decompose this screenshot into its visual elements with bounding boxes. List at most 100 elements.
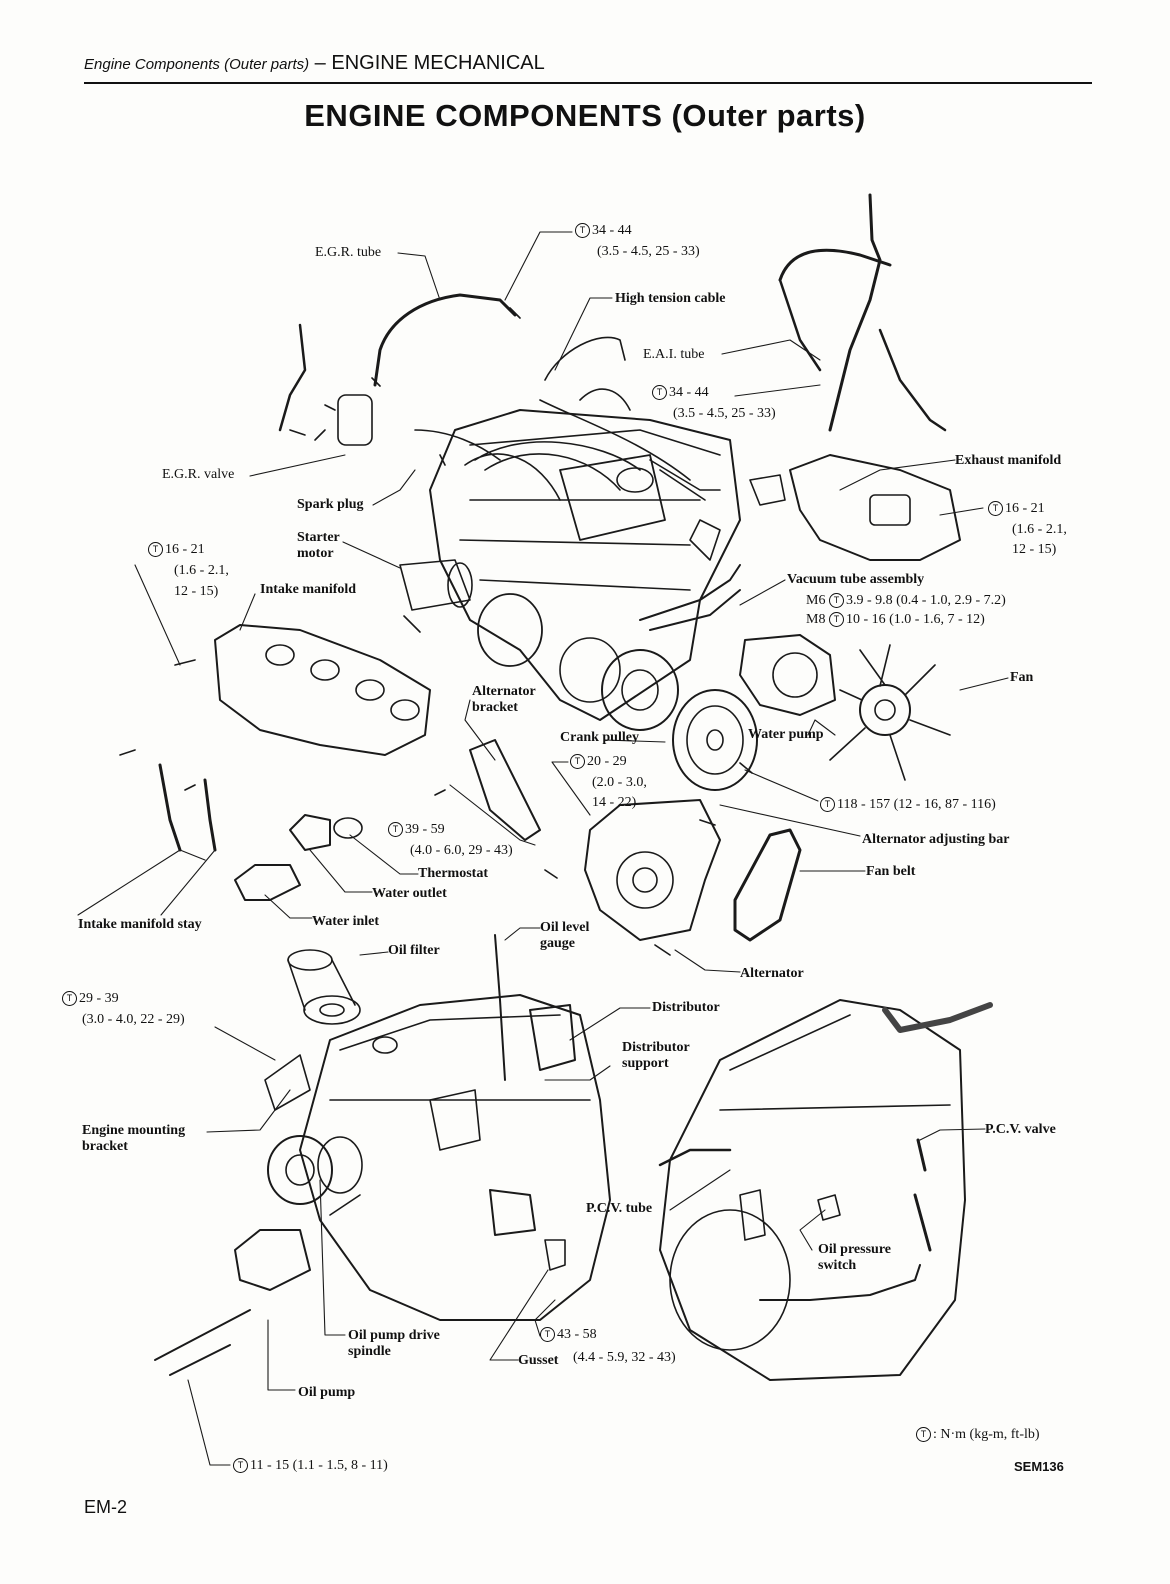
spark-plug-and-cable-drawing <box>414 336 721 501</box>
label-torque-intake-3: 12 - 15) <box>174 584 219 599</box>
label-torque-mount-2: (3.0 - 4.0, 22 - 29) <box>82 1012 185 1027</box>
label-water-pump: Water pump <box>748 727 824 742</box>
label-oil-pressure-switch: Oil pressure switch <box>818 1242 891 1273</box>
torque-symbol-icon: T <box>652 385 667 401</box>
alternator-drawing <box>469 739 802 956</box>
torque-value: 43 - 58 <box>557 1327 597 1342</box>
label-starter-motor: Starter motor <box>297 530 340 561</box>
label-pcv-tube: P.C.V. tube <box>586 1201 653 1216</box>
torque-value: 34 - 44 <box>669 385 709 400</box>
label-oil-level-gauge: Oil level gauge <box>540 920 590 951</box>
label-alternator-adjusting-bar: Alternator adjusting bar <box>862 832 1010 847</box>
label-alternator: Alternator <box>740 966 804 981</box>
torque-symbol-icon: T <box>388 822 403 838</box>
page-title: ENGINE COMPONENTS (Outer parts) <box>304 98 866 133</box>
header-section: Engine Components (Outer parts) <box>84 56 310 73</box>
torque-symbol-icon: T <box>828 612 844 628</box>
label-intake-manifold-stay: Intake manifold stay <box>78 917 202 932</box>
label-spark-plug: Spark plug <box>297 497 364 512</box>
torque-value: 29 - 39 <box>79 991 119 1006</box>
torque-value: 16 - 21 <box>1005 501 1045 516</box>
water-pump-fan-pulley-drawing <box>672 634 951 791</box>
lower-engine-right-drawing <box>658 999 993 1381</box>
torque-unit-text: : N·m (kg-m, ft-lb) <box>933 1427 1040 1442</box>
label-torque-unit: T: N·m (kg-m, ft-lb) <box>916 1427 1040 1443</box>
label-distributor-support: Distributor support <box>622 1040 690 1071</box>
torque-value: 118 - 157 (12 - 16, 87 - 116) <box>837 797 996 812</box>
label-water-inlet: Water inlet <box>312 914 380 929</box>
label-torque-exhaust-3: 12 - 15) <box>1012 542 1057 557</box>
label-torque-gusset-2: (4.4 - 5.9, 32 - 43) <box>573 1350 676 1365</box>
label-pcv-valve: P.C.V. valve <box>985 1122 1056 1137</box>
label-torque-intake-2: (1.6 - 2.1, <box>174 563 229 578</box>
label-exhaust-manifold: Exhaust manifold <box>955 453 1062 468</box>
label-alternator-bracket: Alternator bracket <box>472 684 536 715</box>
label-fan: Fan <box>1010 670 1034 685</box>
vacuum-tube-drawing <box>639 564 741 631</box>
torque-value: 10 - 16 (1.0 - 1.6, 7 - 12) <box>845 612 985 627</box>
torque-symbol-icon: T <box>570 754 585 770</box>
label-intake-manifold: Intake manifold <box>260 582 357 597</box>
label-vacuum-tube: Vacuum tube assembly <box>787 572 925 587</box>
torque-symbol-icon: T <box>575 223 590 239</box>
intake-manifold-drawing <box>119 624 431 852</box>
torque-symbol-icon: T <box>916 1427 931 1443</box>
label-gusset: Gusset <box>518 1353 559 1368</box>
leader-lines <box>77 231 1009 1466</box>
label-water-outlet: Water outlet <box>372 886 447 901</box>
thermostat-water-outlet-drawing <box>234 789 446 901</box>
label-torque-crank-2: (2.0 - 3.0, <box>592 775 647 790</box>
label-torque-top-2: (3.5 - 4.5, 25 - 33) <box>597 244 700 259</box>
torque-value: 39 - 59 <box>405 822 445 837</box>
torque-value: 3.9 - 9.8 (0.4 - 1.0, 2.9 - 7.2) <box>845 593 1006 608</box>
label-fan-belt: Fan belt <box>866 864 916 879</box>
header-rule <box>84 82 1092 84</box>
header-separator: – <box>309 52 332 74</box>
torque-value: 11 - 15 (1.1 - 1.5, 8 - 11) <box>250 1458 388 1473</box>
eai-and-exhaust-drawing <box>749 193 961 561</box>
label-oil-pump-drive-spindle: Oil pump drive spindle <box>348 1328 440 1359</box>
label-torque-crank-3: 14 - 22) <box>592 795 637 810</box>
running-header: Engine Components (Outer parts) – ENGINE… <box>84 52 545 75</box>
torque-symbol-icon: T <box>62 991 77 1007</box>
label-torque-exhaust-2: (1.6 - 2.1, <box>1012 522 1067 537</box>
label-egr-tube: E.G.R. tube <box>315 245 382 260</box>
lower-engine-left-drawing <box>154 934 611 1376</box>
torque-value: 34 - 44 <box>592 223 632 238</box>
torque-symbol-icon: T <box>828 593 844 609</box>
egr-valve-drawing <box>278 323 373 446</box>
starter-motor-drawing <box>399 559 473 633</box>
bolt-size: M8 <box>806 612 826 627</box>
label-torque-alt-bracket-2: (4.0 - 6.0, 29 - 43) <box>410 843 513 858</box>
torque-symbol-icon: T <box>233 1458 248 1474</box>
label-crank-pulley: Crank pulley <box>560 730 639 745</box>
main-engine-drawing <box>429 409 741 731</box>
label-egr-valve: E.G.R. valve <box>162 467 235 482</box>
egr-tube-drawing <box>373 293 517 387</box>
label-thermostat: Thermostat <box>418 866 488 881</box>
label-engine-mounting-bracket: Engine mounting bracket <box>82 1123 186 1154</box>
label-eai-tube: E.A.I. tube <box>643 347 705 362</box>
torque-symbol-icon: T <box>988 501 1003 517</box>
label-torque-eai-2: (3.5 - 4.5, 25 - 33) <box>673 406 776 421</box>
label-oil-pump: Oil pump <box>298 1385 356 1400</box>
bolt-size: M6 <box>806 593 826 608</box>
torque-symbol-icon: T <box>540 1327 555 1343</box>
torque-symbol-icon: T <box>148 542 163 558</box>
figure-code: SEM136 <box>1014 1459 1064 1474</box>
label-high-tension-cable: High tension cable <box>615 291 726 306</box>
torque-symbol-icon: T <box>820 797 835 813</box>
label-oil-filter: Oil filter <box>388 943 440 958</box>
